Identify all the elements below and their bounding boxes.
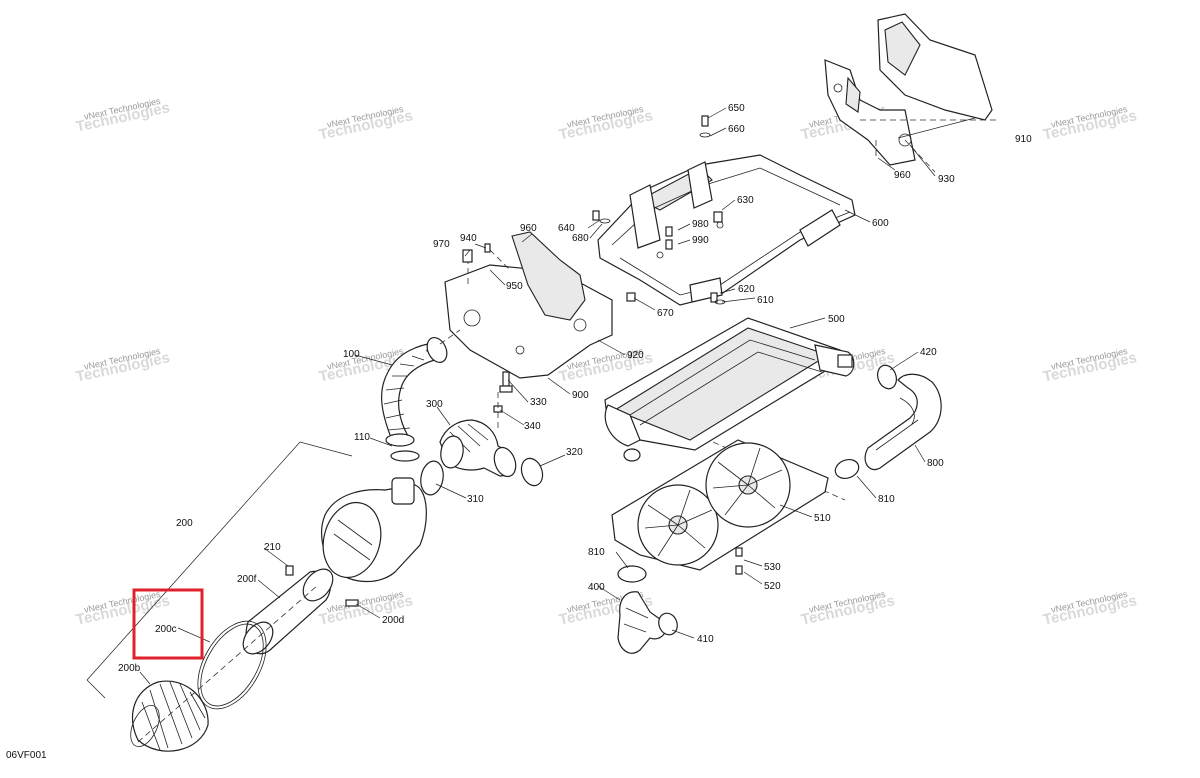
label-410: 410	[697, 634, 714, 645]
label-330: 330	[530, 397, 547, 408]
label-100: 100	[343, 349, 360, 360]
label-200b: 200b	[118, 663, 141, 674]
hose-400	[617, 565, 678, 654]
clamps-310-320	[420, 457, 544, 496]
hardware-210-200d	[285, 565, 359, 607]
label-910: 910	[1015, 134, 1032, 145]
label-650: 650	[728, 103, 745, 114]
label-960-top: 960	[894, 170, 911, 181]
filter-element-200f	[242, 568, 334, 655]
label-810-left: 810	[588, 547, 605, 558]
o-ring-200c	[197, 620, 267, 710]
label-680: 680	[572, 233, 589, 244]
label-110: 110	[354, 432, 370, 443]
label-210: 210	[264, 542, 281, 553]
label-600: 600	[872, 218, 889, 229]
label-800: 800	[927, 458, 944, 469]
label-980: 980	[692, 219, 709, 230]
label-640: 640	[558, 223, 575, 234]
radiator-500	[604, 317, 855, 462]
hose-800	[834, 364, 942, 480]
label-900: 900	[572, 390, 589, 401]
label-950: 950	[506, 281, 523, 292]
label-310: 310	[467, 494, 484, 505]
label-200c: 200c	[155, 624, 177, 635]
cap-200b	[130, 680, 209, 752]
hardware-650-660-640-680-630-980-990	[592, 115, 726, 305]
label-200: 200	[176, 518, 193, 529]
drawing-code: 06VF001	[6, 750, 47, 761]
label-400: 400	[588, 582, 605, 593]
label-670: 670	[657, 308, 674, 319]
label-610: 610	[757, 295, 774, 306]
label-500: 500	[828, 314, 845, 325]
selected-part-highlight[interactable]	[132, 588, 204, 660]
radiator-frame-600	[597, 154, 856, 306]
label-340: 340	[524, 421, 541, 432]
hardware-520-530	[735, 547, 743, 575]
label-320: 320	[566, 447, 583, 458]
label-200f: 200f	[237, 574, 257, 585]
label-420: 420	[920, 347, 937, 358]
air-duct-shroud-900	[444, 231, 613, 379]
label-200d: 200d	[382, 615, 404, 626]
elbow-300	[439, 419, 517, 478]
label-810-right: 810	[878, 494, 895, 505]
label-620: 620	[738, 284, 755, 295]
support-bracket-910	[824, 13, 1000, 173]
label-930: 930	[938, 174, 955, 185]
label-630: 630	[737, 195, 754, 206]
label-520: 520	[764, 581, 781, 592]
fan-assembly-510	[611, 439, 829, 571]
air-box-housing	[321, 477, 427, 583]
fitting-330-340	[493, 371, 513, 430]
label-940: 940	[460, 233, 477, 244]
label-510: 510	[814, 513, 831, 524]
label-970: 970	[433, 239, 450, 250]
intake-hose-100	[381, 337, 448, 462]
leader-lines	[139, 107, 976, 685]
label-960: 960	[520, 223, 537, 234]
label-660: 660	[728, 124, 745, 135]
part-labels: 650 660 630 980 990 640 680 600 620 610 …	[118, 103, 1032, 674]
watermark-layer: Technologies vNext Technologies Technolo…	[74, 96, 1138, 629]
group-200-bracket	[86, 441, 353, 699]
label-300: 300	[426, 399, 443, 410]
label-530: 530	[764, 562, 781, 573]
label-920: 920	[627, 350, 644, 361]
label-990: 990	[692, 235, 709, 246]
